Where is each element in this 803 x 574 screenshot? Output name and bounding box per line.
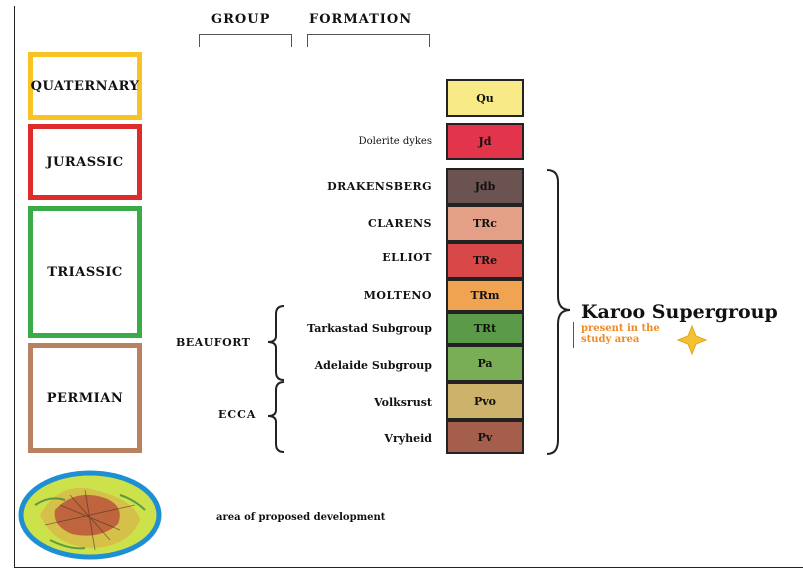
- unit-cell-jdb: Jdb: [446, 168, 524, 205]
- group-label-ecca: ECCA: [218, 408, 257, 421]
- unit-cell-trc: TRc: [446, 205, 524, 242]
- unit-cell-pvo: Pvo: [446, 382, 524, 420]
- formation-label-elliot: ELLIOT: [382, 251, 432, 264]
- ecca-brace: [267, 381, 285, 453]
- group-header: GROUP: [211, 12, 271, 27]
- period-permian: PERMIAN: [28, 343, 142, 453]
- unit-cell-trm: TRm: [446, 279, 524, 312]
- unit-cell-jd: Jd: [446, 123, 524, 160]
- star-icon: [676, 324, 708, 356]
- formation-label-adelaide: Adelaide Subgroup: [314, 359, 432, 372]
- unit-cell-qu: Qu: [446, 79, 524, 117]
- karoo-note: present in the study area: [581, 323, 660, 345]
- unit-cell-trt: TRt: [446, 312, 524, 345]
- karoo-brace: [546, 169, 571, 455]
- frame-bottom-edge: [14, 567, 803, 568]
- legend-map-icon: [18, 470, 162, 560]
- formation-header-bracket: [307, 34, 430, 47]
- karoo-supergroup-title: Karoo Supergroup: [581, 301, 778, 323]
- frame-left-edge: [14, 6, 15, 568]
- formation-header: FORMATION: [309, 12, 413, 27]
- formation-label-clarens: CLARENS: [367, 217, 432, 230]
- formation-label-volksrust: Volksrust: [374, 396, 432, 409]
- unit-cell-pv: Pv: [446, 420, 524, 454]
- period-quaternary: QUATERNARY: [28, 52, 142, 120]
- formation-label-molteno: MOLTENO: [363, 289, 432, 302]
- unit-cell-pa: Pa: [446, 345, 524, 382]
- karoo-note-marker: [573, 322, 574, 348]
- period-triassic: TRIASSIC: [28, 206, 142, 338]
- formation-label-vryheid: Vryheid: [384, 432, 432, 445]
- formation-label-dolerite-dykes: Dolerite dykes: [358, 136, 432, 147]
- unit-cell-tre: TRe: [446, 242, 524, 279]
- beaufort-brace: [267, 305, 285, 381]
- legend-label: area of proposed development: [216, 512, 386, 523]
- group-label-beaufort: BEAUFORT: [176, 336, 251, 349]
- formation-label-tarkastad: Tarkastad Subgroup: [307, 322, 432, 335]
- formation-label-drakensberg: DRAKENSBERG: [327, 180, 432, 193]
- group-header-bracket: [199, 34, 292, 47]
- period-jurassic: JURASSIC: [28, 124, 142, 200]
